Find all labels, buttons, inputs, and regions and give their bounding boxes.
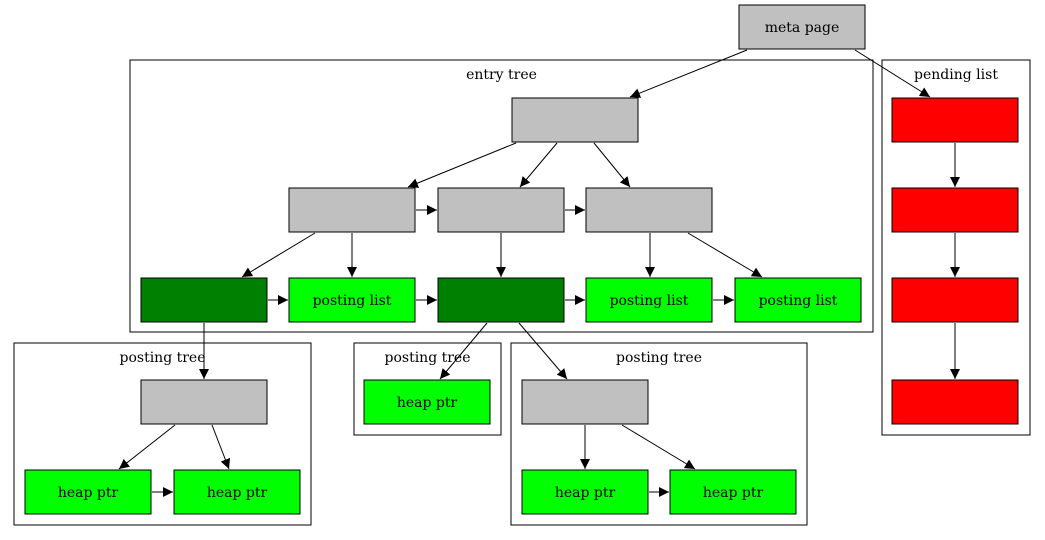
edges-layer xyxy=(118,49,960,497)
node-label: heap ptr xyxy=(397,395,458,411)
node-box xyxy=(891,277,1019,323)
cluster-label: posting tree xyxy=(385,350,471,366)
edge-leaf-tree-2-to-pt3-root xyxy=(518,322,568,380)
cluster-box xyxy=(13,342,312,526)
edge-meta-to-pend1 xyxy=(854,49,931,98)
node-box xyxy=(173,469,301,515)
node-pend3 xyxy=(891,277,1019,323)
node-box xyxy=(511,97,639,143)
node-pt1-heap1: heap ptr xyxy=(24,469,152,515)
node-leaf-list-1: posting list xyxy=(288,277,416,323)
node-pt3-heap2: heap ptr xyxy=(669,469,797,515)
node-label: posting list xyxy=(313,293,392,309)
edge-pt1-root-to-pt1-heap2 xyxy=(211,424,231,470)
cluster-label: entry tree xyxy=(466,67,537,83)
edge-root-to-inner1 xyxy=(407,142,517,188)
node-pend1 xyxy=(891,97,1019,143)
edge-root-to-inner3 xyxy=(593,142,631,188)
cluster-box xyxy=(510,342,808,526)
edge-inner1-to-leaf-tree-1 xyxy=(241,232,316,278)
cluster-posting-tree-2: posting tree xyxy=(353,342,502,436)
edge-meta-to-root xyxy=(629,49,748,98)
node-pt3-root xyxy=(521,379,649,425)
clusters-layer: entry tree pending list posting tree postin… xyxy=(13,59,1031,526)
node-box xyxy=(437,277,565,323)
cluster-label: pending list xyxy=(914,67,998,83)
cluster-box xyxy=(129,59,874,333)
cluster-pending-list: pending list xyxy=(881,59,1031,436)
edge-pt1-root-to-pt1-heap1 xyxy=(118,424,176,470)
edge-root-to-inner2 xyxy=(519,142,558,188)
node-pend2 xyxy=(891,187,1019,233)
node-pt3-heap1: heap ptr xyxy=(521,469,649,515)
node-pend4 xyxy=(891,379,1019,425)
node-meta: meta page xyxy=(738,4,866,50)
node-box xyxy=(24,469,152,515)
cluster-posting-tree-3: posting tree xyxy=(510,342,808,526)
node-label: heap ptr xyxy=(703,485,764,501)
node-label: posting list xyxy=(610,293,689,309)
cluster-entry-tree: entry tree xyxy=(129,59,874,333)
node-box xyxy=(585,277,713,323)
node-pt1-heap2: heap ptr xyxy=(173,469,301,515)
node-label: posting list xyxy=(759,293,838,309)
node-box xyxy=(521,469,649,515)
cluster-label: posting tree xyxy=(120,350,206,366)
node-box xyxy=(669,469,797,515)
node-box xyxy=(288,187,416,233)
node-label: meta page xyxy=(765,20,840,36)
node-pt2-heap: heap ptr xyxy=(363,379,491,425)
node-root xyxy=(511,97,639,143)
node-box xyxy=(891,379,1019,425)
node-box xyxy=(738,4,866,50)
node-label: heap ptr xyxy=(58,485,119,501)
edge-leaf-tree-2-to-pt2-heap xyxy=(439,322,488,380)
cluster-label: posting tree xyxy=(616,350,702,366)
node-box xyxy=(140,379,268,425)
node-box xyxy=(288,277,416,323)
node-leaf-tree-1 xyxy=(140,277,268,323)
cluster-box xyxy=(881,59,1031,436)
node-label: heap ptr xyxy=(207,485,268,501)
node-box xyxy=(363,379,491,425)
cluster-box xyxy=(353,342,502,436)
node-box xyxy=(140,277,268,323)
node-leaf-list-3: posting list xyxy=(734,277,862,323)
edge-inner3-to-leaf-list-3 xyxy=(687,232,763,278)
node-box xyxy=(891,187,1019,233)
nodes-layer: meta page posting list posting list posting… xyxy=(24,4,1019,515)
node-inner1 xyxy=(288,187,416,233)
node-box xyxy=(734,277,862,323)
node-box xyxy=(521,379,649,425)
edge-pt3-root-to-pt3-heap2 xyxy=(621,424,696,470)
node-leaf-list-2: posting list xyxy=(585,277,713,323)
node-leaf-tree-2 xyxy=(437,277,565,323)
cluster-posting-tree-1: posting tree xyxy=(13,342,312,526)
node-pt1-root xyxy=(140,379,268,425)
node-inner2 xyxy=(437,187,565,233)
node-inner3 xyxy=(585,187,713,233)
node-box xyxy=(891,97,1019,143)
node-box xyxy=(437,187,565,233)
node-label: heap ptr xyxy=(555,485,616,501)
node-box xyxy=(585,187,713,233)
